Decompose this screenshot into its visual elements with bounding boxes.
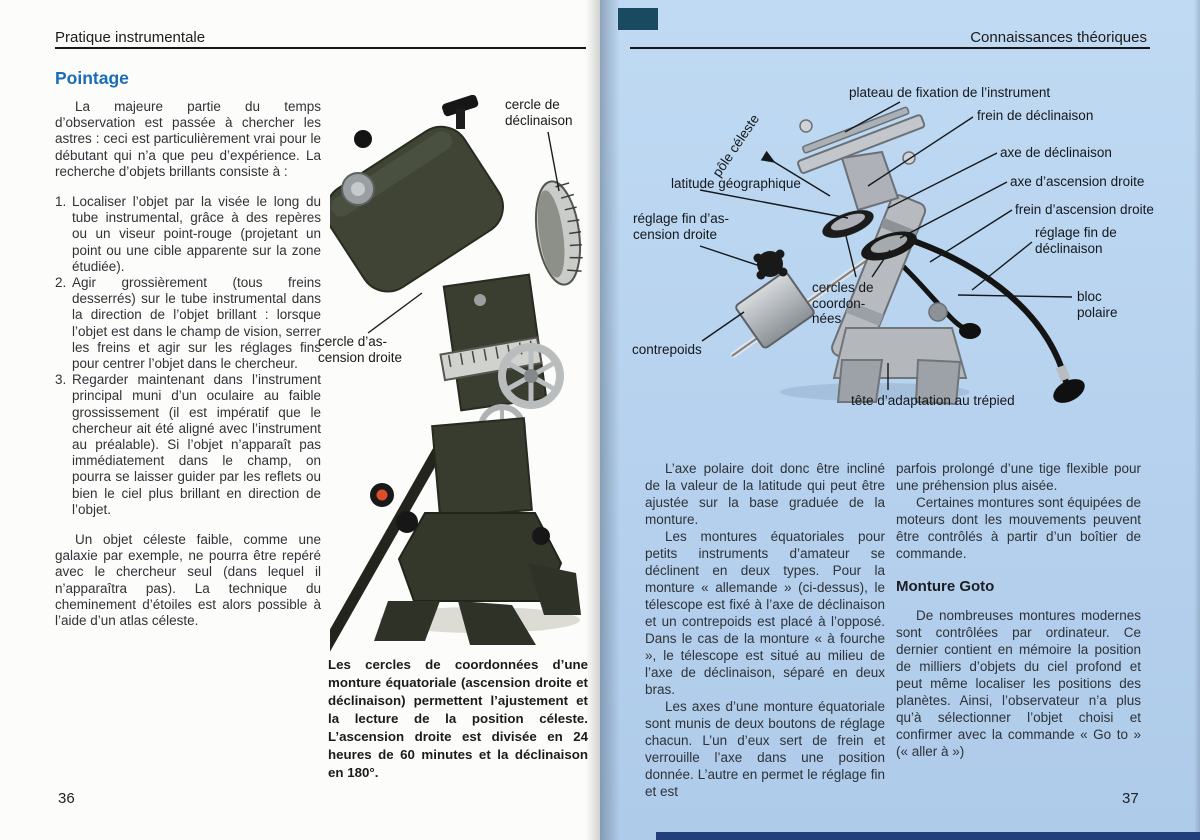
- list-item-number: 2.: [55, 275, 67, 291]
- list-item-text: Localiser l’objet par la visée le long d…: [72, 194, 321, 274]
- list-item-text: Agir grossièrement (tous freins desserré…: [72, 275, 321, 372]
- list-item: 2. Agir grossièrement (tous freins desse…: [55, 275, 321, 372]
- list-item: 1. Localiser l’objet par la visée le lon…: [55, 194, 321, 275]
- diagram-label-cercles-coordonnees: cercles de coordon- nées: [812, 280, 874, 326]
- equatorial-mount-photo: [330, 95, 583, 652]
- page-edge-shadow: [1194, 0, 1200, 840]
- diagram-label-axe-declinaison: axe de déclinaison: [1000, 145, 1112, 160]
- left-page: Pratique instrumentale Pointage La majeu…: [0, 0, 600, 840]
- page-title: Pointage: [55, 68, 129, 88]
- page-number-right: 37: [1122, 790, 1139, 807]
- left-header-rule: [55, 47, 586, 49]
- list-item-number: 3.: [55, 372, 67, 388]
- diagram-label-reglage-ascension: réglage fin d’as- cension droite: [633, 211, 730, 242]
- right-header-rule: [630, 47, 1150, 49]
- left-running-head: Pratique instrumentale: [55, 29, 206, 46]
- intro-paragraph: La majeure partie du temps d’observation…: [55, 99, 321, 179]
- diagram-label-contrepoids: contrepoids: [632, 342, 702, 357]
- right-text-column-2: parfois prolongé d’une tige flexible pou…: [896, 460, 1141, 760]
- diagram-label-frein-declinaison: frein de déclinaison: [977, 108, 1094, 123]
- right-text-column-1: L’axe polaire doit donc être incliné de …: [645, 460, 885, 800]
- gutter-shadow-right: [600, 0, 620, 840]
- right-page: Connaissances théoriques: [600, 0, 1200, 840]
- photo-caption: Les cercles de coordonnées d’une monture…: [328, 657, 588, 780]
- bottom-color-bar: [656, 832, 1200, 840]
- label-cercle-declinaison: cercle de déclinaison: [505, 97, 573, 128]
- equatorial-mount-diagram: [699, 101, 1085, 406]
- paragraph: De nombreuses montures modernes sont con…: [896, 608, 1141, 759]
- gutter-shadow-left: [586, 0, 600, 840]
- closing-paragraph: Un objet céleste faible, comme une galax…: [55, 532, 321, 629]
- chapter-tab: [618, 8, 658, 30]
- diagram-label-plateau: plateau de fixation de l’instrument: [849, 85, 1051, 100]
- left-text-column: La majeure partie du temps d’observation…: [55, 99, 321, 629]
- paragraph: parfois prolongé d’une tige flexible pou…: [896, 461, 1141, 493]
- diagram-label-axe-ascension: axe d’ascension droite: [1010, 174, 1145, 189]
- list-item: 3. Regarder maintenant dans l’instrument…: [55, 372, 321, 518]
- diagram-label-frein-ascension: frein d’ascension droite: [1015, 202, 1154, 217]
- diagram-label-tete-trepied: tête d’adaptation au trépied: [851, 393, 1015, 408]
- paragraph: Les axes d’une monture équatoriale sont …: [645, 699, 885, 799]
- page-number-left: 36: [58, 790, 75, 807]
- list-item-text: Regarder maintenant dans l’instrument pr…: [72, 372, 321, 517]
- paragraph: Certaines montures sont équipées de mote…: [896, 495, 1141, 561]
- list-item-number: 1.: [55, 194, 67, 210]
- label-cercle-ascension: cercle d’as- cension droite: [318, 334, 403, 365]
- paragraph: L’axe polaire doit donc être incliné de …: [645, 461, 885, 527]
- subsection-title-monture-goto: Monture Goto: [896, 578, 995, 595]
- paragraph: Les montures équatoriales pour petits in…: [645, 529, 885, 697]
- diagram-label-reglage-declinaison: réglage fin de déclinaison: [1035, 225, 1117, 256]
- diagram-label-bloc-polaire: bloc polaire: [1077, 289, 1118, 320]
- right-running-head: Connaissances théoriques: [970, 29, 1147, 46]
- diagram-label-latitude: latitude géographique: [671, 176, 801, 191]
